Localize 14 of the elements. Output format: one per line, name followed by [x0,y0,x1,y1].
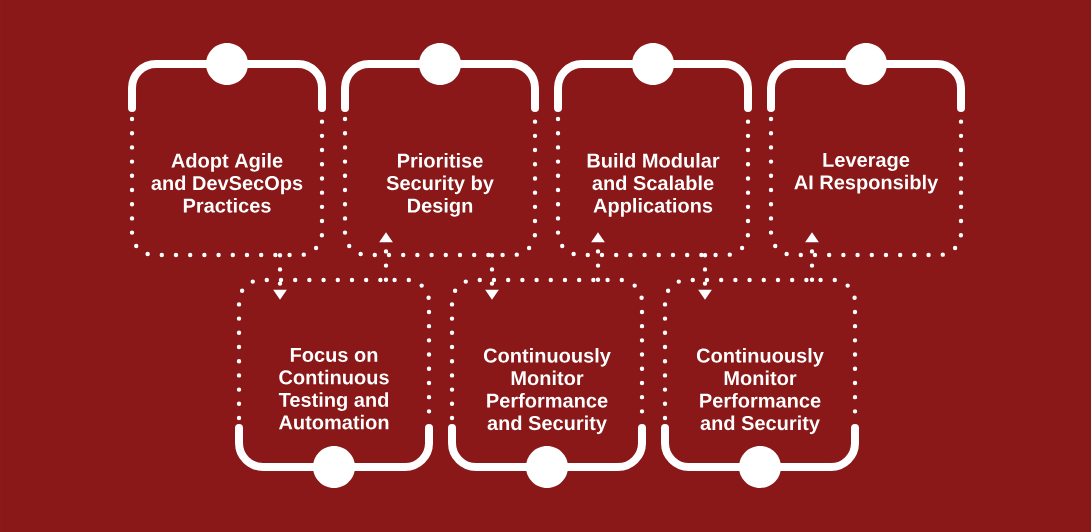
step-card: Build Modular and Scalable Applications [554,43,752,258]
step-card: Leverage AI Responsibly [767,43,965,258]
step-card: Adopt Agile and DevSecOps Practices [128,43,326,258]
step-card: Prioritise Security by Design [341,43,539,258]
step-card: Continuously Monitor Performance and Security [661,277,859,488]
node-label: Leverage AI Responsibly [794,153,939,194]
node-label: Adopt Agile and DevSecOps Practices [151,153,303,213]
step-card: Continuously Monitor Performance and Security [448,277,646,488]
node-label: Continuously Monitor Performance and Security [483,347,611,435]
node-label: Focus on Continuous Testing and Automation [278,348,389,430]
step-card: Focus on Continuous Testing and Automation [235,277,433,488]
node-label: Continuously Monitor Performance and Security [696,347,824,435]
node-label: Prioritise Security by Design [386,153,494,217]
node-label: Build Modular and Scalable Applications [587,153,720,217]
